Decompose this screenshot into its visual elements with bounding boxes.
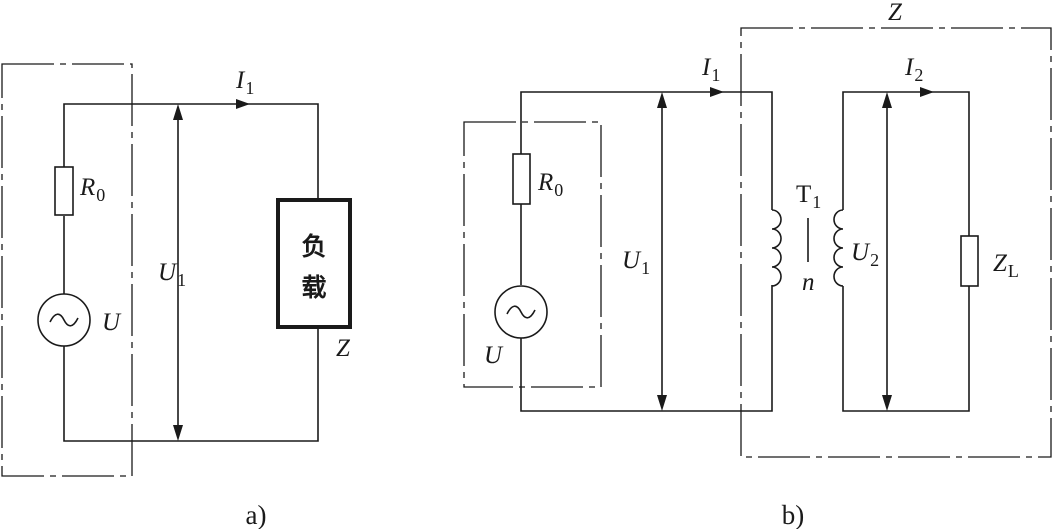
current2-label-b: I2	[904, 54, 923, 85]
secondary-bottom-wire-b	[842, 286, 970, 412]
voltage1-label-b: U1	[622, 247, 650, 278]
voltage-arrow-u1-bottom-b	[657, 395, 667, 411]
impedance-boundary-b	[740, 27, 1052, 458]
resistor-r0-a	[54, 166, 74, 216]
load-box-a	[276, 198, 352, 329]
sine-wave-icon-b	[506, 305, 536, 319]
source-label-b: U	[484, 342, 504, 369]
current1-label-b: I1	[701, 54, 720, 85]
resistor-label-a: R0	[79, 174, 105, 205]
load-label-b: ZL	[993, 250, 1019, 281]
secondary-coil-b	[833, 209, 844, 287]
current-arrow-i1-b	[710, 87, 724, 97]
diagram-b: Z I1 I2 R0 U U1 T1 n U2 ZL b)	[463, 0, 1052, 529]
transformer-label-b: T1	[796, 181, 821, 212]
primary-bottom-wire-b	[520, 285, 773, 412]
voltage-arrow-u2-top-b	[882, 92, 892, 108]
load-resistor-zl-b	[960, 235, 979, 287]
resistor-r0-b	[512, 153, 531, 205]
primary-coil-b	[771, 209, 782, 287]
sine-wave-icon	[49, 313, 79, 327]
voltage-arrow-top-a	[173, 104, 183, 120]
current-arrow-i2-b	[920, 87, 934, 97]
source-boundary-b	[463, 121, 602, 388]
current-label-a: I1	[235, 67, 254, 98]
resistor-label-b: R0	[537, 169, 563, 200]
caption-a: a)	[246, 500, 267, 529]
voltage-label-a: U1	[158, 259, 186, 290]
primary-top-wire-b	[520, 91, 773, 210]
voltage-arrow-bottom-a	[173, 425, 183, 441]
voltage2-label-b: U2	[851, 239, 879, 270]
source-boundary-a	[1, 63, 133, 477]
current-arrow-a	[236, 99, 250, 109]
voltage-arrow-u2-bottom-b	[882, 395, 892, 411]
ac-source-b	[494, 285, 548, 339]
secondary-top-wire-b	[842, 91, 970, 236]
bottom-wire-a	[63, 327, 319, 442]
voltage-arrow-u1-top-b	[657, 92, 667, 108]
source-label-a: U	[102, 309, 122, 336]
ac-source-a	[37, 293, 91, 347]
impedance-label-a: Z	[336, 335, 351, 362]
load-text-1: 负	[301, 232, 326, 261]
top-wire-a	[63, 103, 319, 200]
ratio-label-b: n	[802, 269, 815, 296]
impedance-label-b: Z	[888, 0, 903, 26]
caption-b: b)	[782, 500, 805, 529]
diagram-a: 负 载 I1 R0 U U1 Z a)	[1, 63, 352, 529]
load-text-2: 载	[301, 273, 326, 302]
